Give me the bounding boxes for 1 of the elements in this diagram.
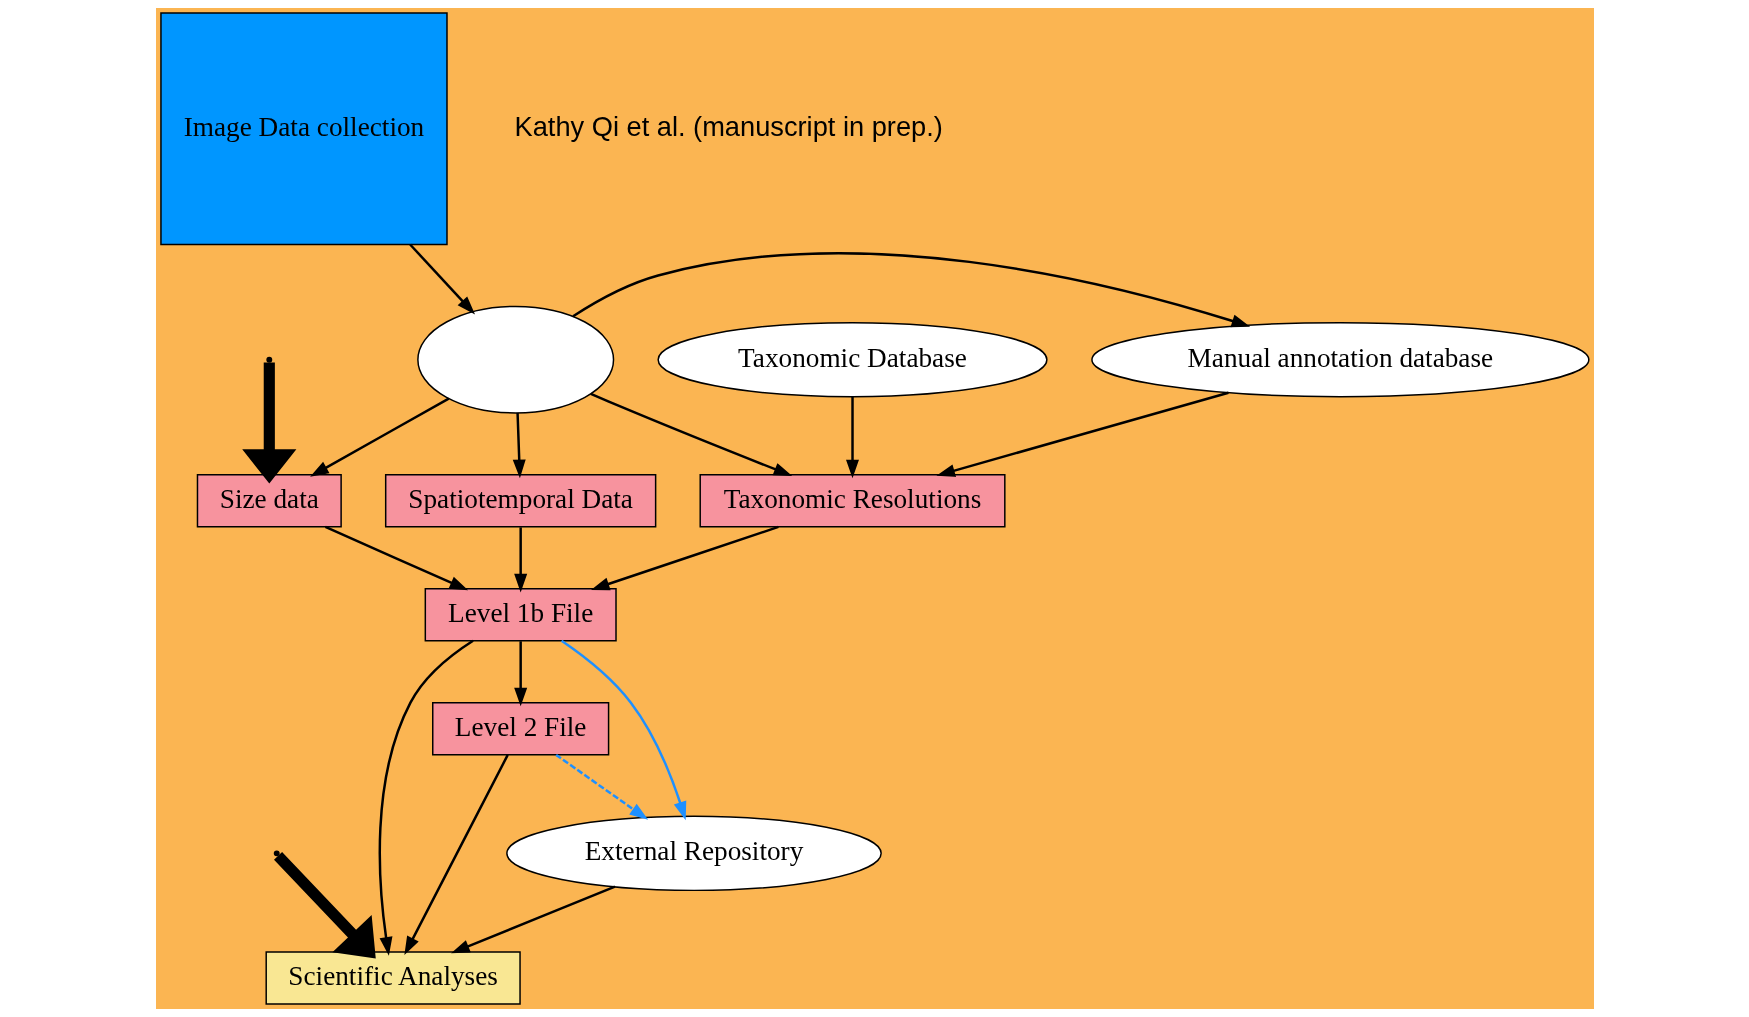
label: Kathy Qi et al. (manuscript in prep.) (514, 110, 943, 142)
